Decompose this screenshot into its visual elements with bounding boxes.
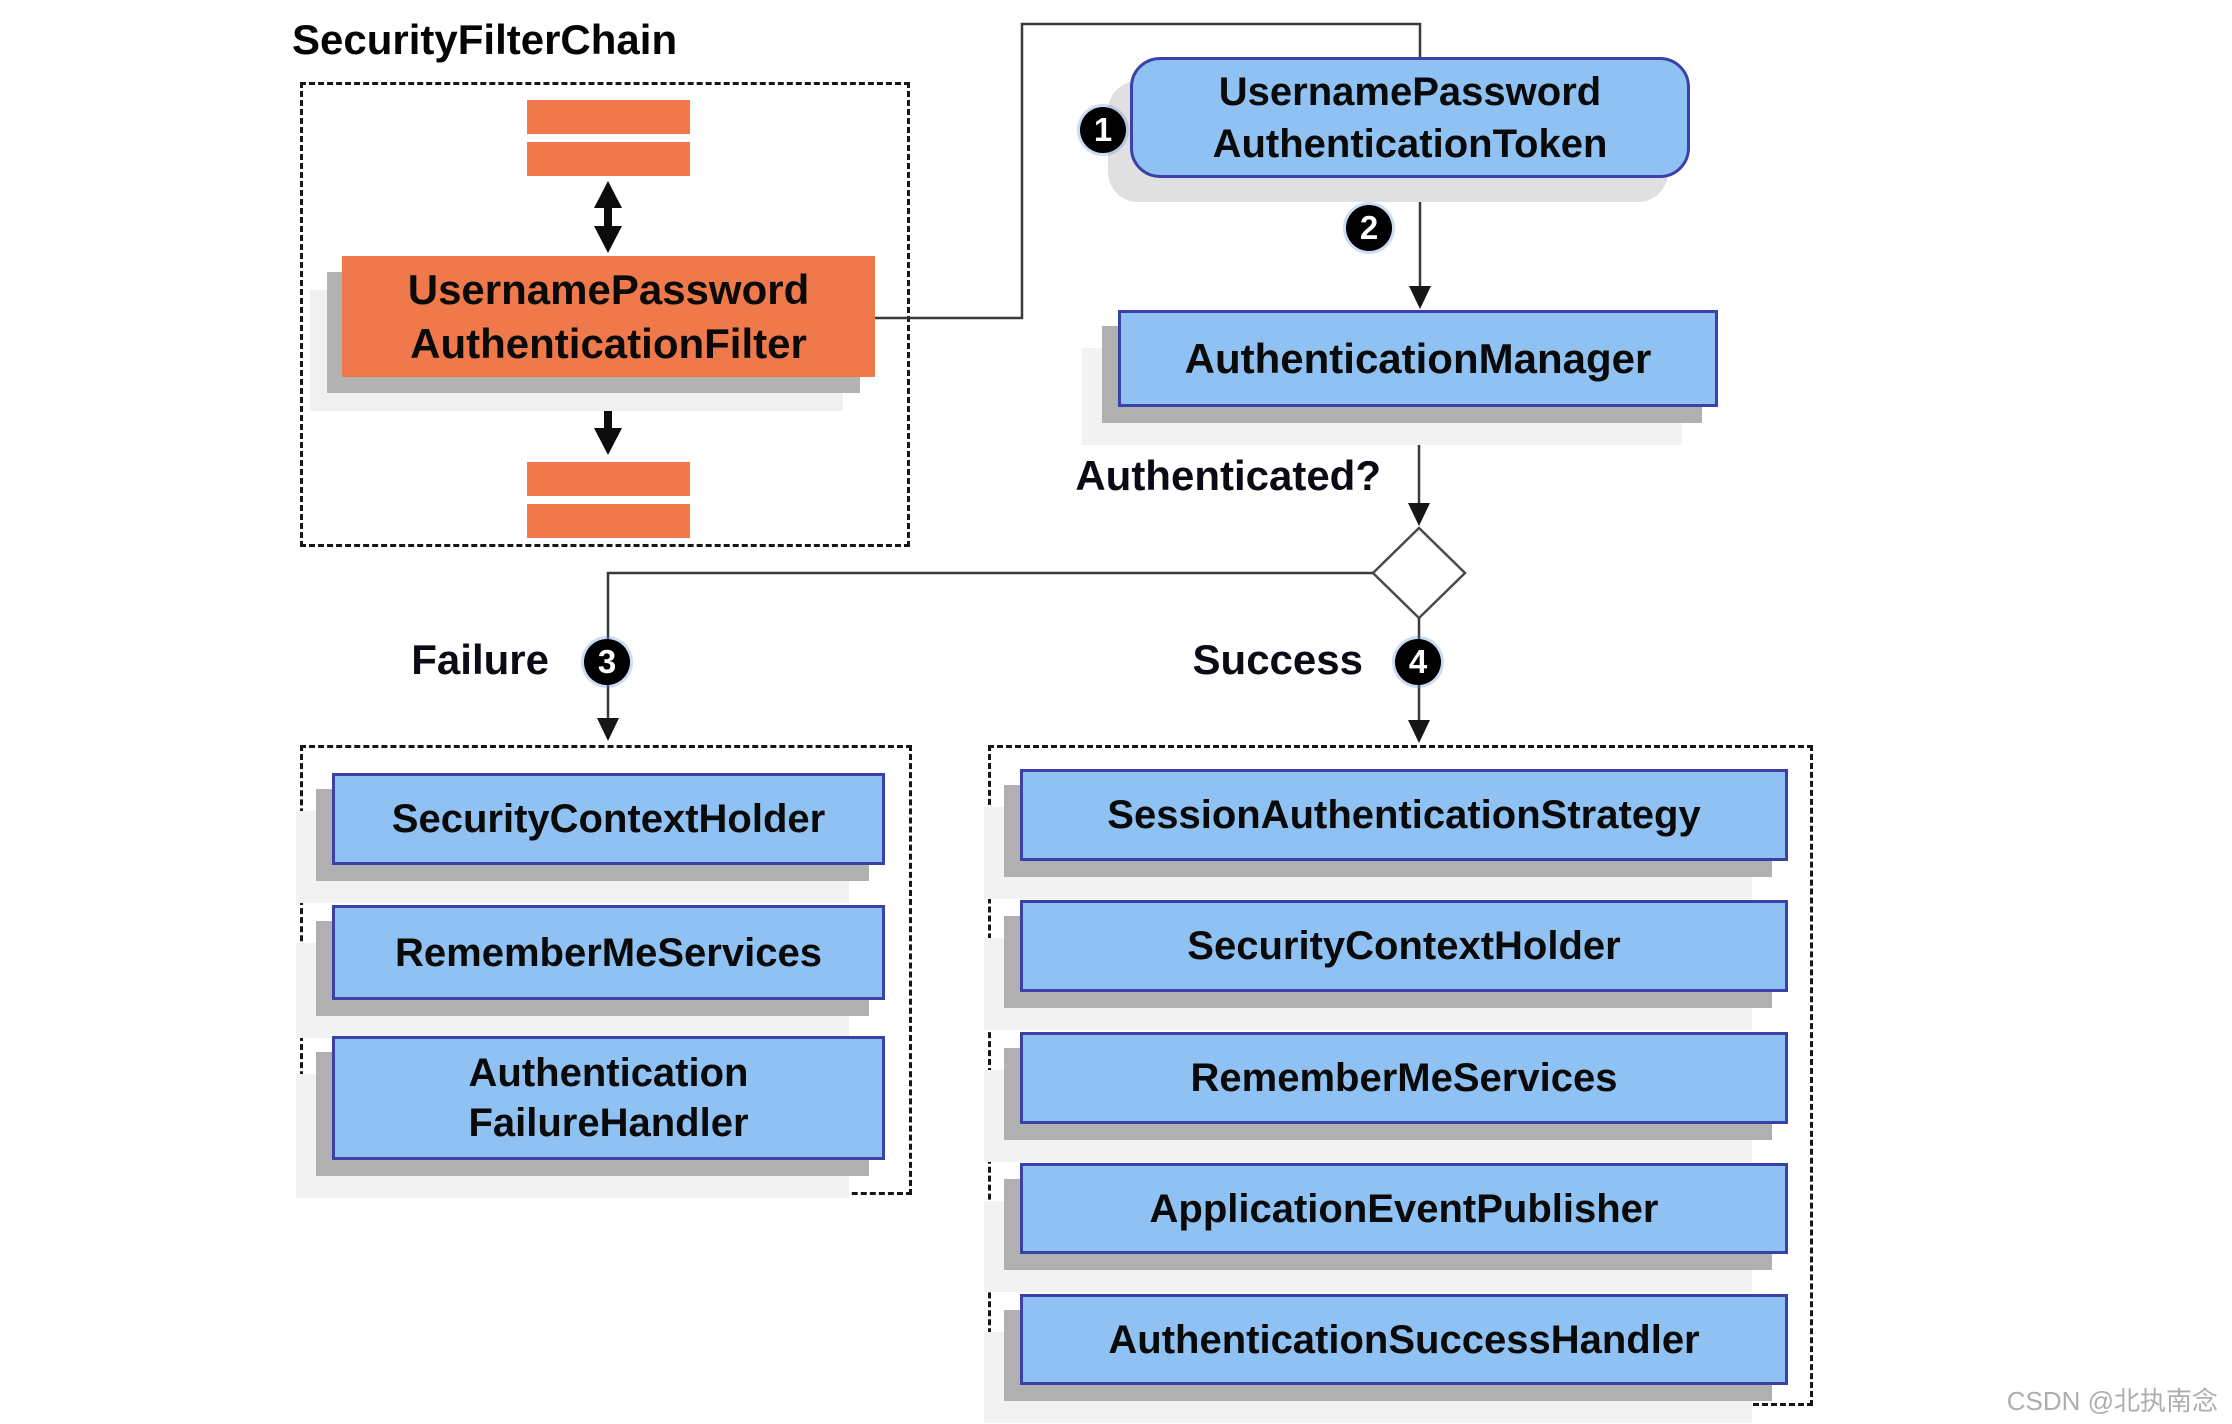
success-branch-container xyxy=(988,745,1813,1406)
decision-diamond xyxy=(1371,526,1467,620)
step-2-badge: 2 xyxy=(1346,205,1392,251)
application-event-publisher-node: ApplicationEventPublisher xyxy=(1020,1163,1788,1254)
authentication-success-handler-node: AuthenticationSuccessHandler xyxy=(1020,1294,1788,1385)
double-arrow-top-down-head xyxy=(594,226,622,253)
security-filter-chain-title: SecurityFilterChain xyxy=(292,16,678,63)
failure-branch-container xyxy=(300,745,912,1195)
session-authentication-strategy-node: SessionAuthenticationStrategy xyxy=(1020,769,1788,861)
security-context-holder-failure-node: SecurityContextHolder xyxy=(332,773,885,865)
connector-filter-to-token xyxy=(875,22,1422,320)
security-context-holder-success-node: SecurityContextHolder xyxy=(1020,900,1788,992)
double-arrow-top-up-head xyxy=(594,181,622,208)
remember-me-services-failure-node: RememberMeServices xyxy=(332,905,885,1000)
double-arrow-bottom-up-head xyxy=(594,383,622,410)
authenticated-question-label: Authenticated? xyxy=(1075,452,1381,499)
filter-chain-bar-2 xyxy=(527,142,690,176)
step-3-badge: 3 xyxy=(584,639,630,685)
username-password-authentication-filter-node: UsernamePassword AuthenticationFilter xyxy=(342,256,875,377)
security-filter-chain-container xyxy=(300,82,910,547)
failure-label: Failure xyxy=(411,636,549,683)
arrowhead-into-manager xyxy=(1409,286,1431,309)
csdn-watermark: CSDN @北执南念 xyxy=(2006,1386,2218,1416)
step-4-badge: 4 xyxy=(1395,639,1441,685)
success-label: Success xyxy=(1192,636,1363,683)
arrowhead-into-diamond xyxy=(1408,503,1430,526)
authentication-manager-node: AuthenticationManager xyxy=(1118,310,1718,407)
authentication-failure-handler-node: Authentication FailureHandler xyxy=(332,1036,885,1160)
arrowhead-into-success-box xyxy=(1408,720,1430,743)
filter-chain-bar-3 xyxy=(527,462,690,496)
double-arrow-bottom-down-head xyxy=(594,428,622,455)
filter-chain-bar-4 xyxy=(527,504,690,538)
filter-chain-bar-1 xyxy=(527,100,690,134)
username-password-authentication-token-node: UsernamePassword AuthenticationToken xyxy=(1130,57,1690,178)
arrowhead-into-failure-box xyxy=(597,718,619,741)
remember-me-services-success-node: RememberMeServices xyxy=(1020,1032,1788,1124)
step-1-badge: 1 xyxy=(1080,107,1126,153)
